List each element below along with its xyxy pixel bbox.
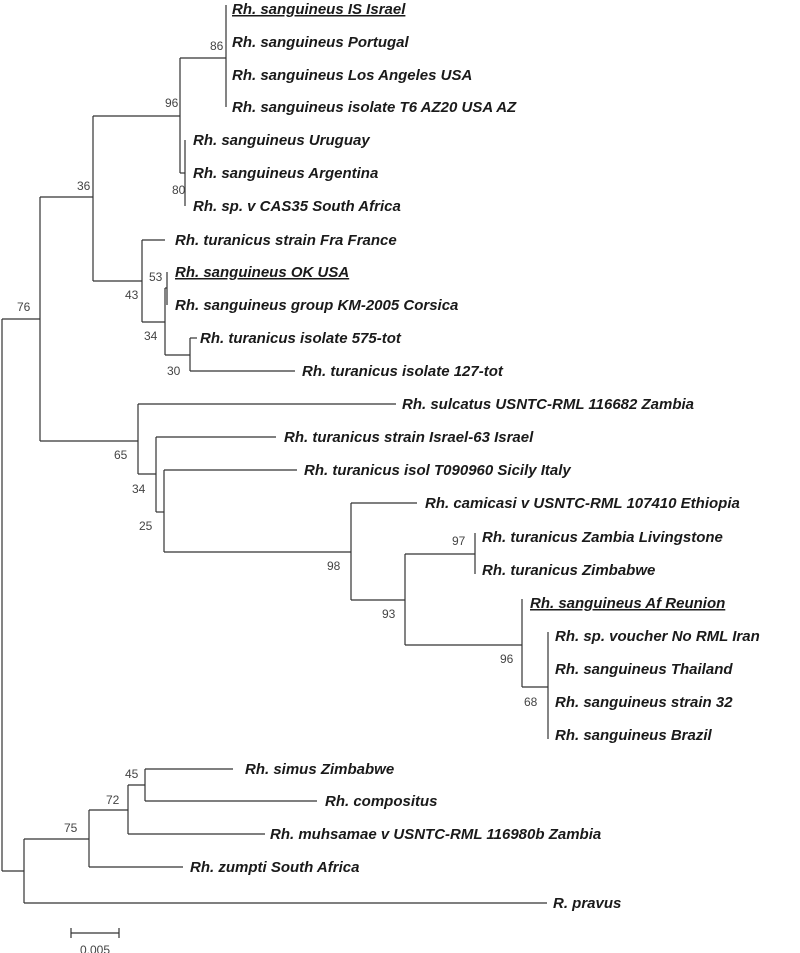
bootstrap-value: 96 <box>165 96 179 110</box>
taxon-label: Rh. sanguineus Uruguay <box>193 132 370 149</box>
taxon-label: Rh. turanicus isol T090960 Sicily Italy <box>304 462 571 479</box>
bootstrap-value: 53 <box>149 270 163 284</box>
taxon-label: Rh. sanguineus Portugal <box>232 34 410 51</box>
taxon-label: Rh. turanicus Zimbabwe <box>482 562 655 579</box>
bootstrap-value: 72 <box>106 793 120 807</box>
taxon-label: R. pravus <box>553 895 621 912</box>
bootstrap-value: 93 <box>382 607 396 621</box>
bootstrap-value: 45 <box>125 767 139 781</box>
bootstrap-value: 65 <box>114 448 128 462</box>
scale-bar: 0.005 <box>70 928 120 953</box>
scale-bar-label: 0.005 <box>80 943 110 953</box>
taxon-label: Rh. muhsamae v USNTC-RML 116980b Zambia <box>270 826 601 843</box>
taxon-label: Rh. sanguineus Af Reunion <box>530 595 725 612</box>
taxon-label: Rh. turanicus strain Israel-63 Israel <box>284 429 534 446</box>
bootstrap-value: 75 <box>64 821 78 835</box>
taxon-label: Rh. simus Zimbabwe <box>245 761 394 778</box>
taxon-label: Rh. sp. voucher No RML Iran <box>555 628 760 645</box>
taxon-label: Rh. turanicus isolate 127-tot <box>302 363 504 380</box>
bootstrap-value: 25 <box>139 519 153 533</box>
bootstrap-values: 86 96 80 36 43 53 34 30 76 65 34 25 98 93 97 96 68 45 72 75 <box>17 39 538 835</box>
bootstrap-value: 43 <box>125 288 139 302</box>
taxon-label: Rh. sulcatus USNTC-RML 116682 Zambia <box>402 396 694 413</box>
bootstrap-value: 34 <box>132 482 146 496</box>
taxon-label: Rh. sanguineus OK USA <box>175 264 349 281</box>
taxon-label: Rh. turanicus isolate 575-tot <box>200 330 402 347</box>
taxon-label: Rh. turanicus Zambia Livingstone <box>482 529 723 546</box>
bootstrap-value: 80 <box>172 183 186 197</box>
tree-branches <box>1 5 549 904</box>
bootstrap-value: 68 <box>524 695 538 709</box>
bootstrap-value: 97 <box>452 534 466 548</box>
taxon-label: Rh. camicasi v USNTC-RML 107410 Ethiopia <box>425 495 740 512</box>
bootstrap-value: 76 <box>17 300 31 314</box>
taxon-label: Rh. sanguineus strain 32 <box>555 694 733 711</box>
bootstrap-value: 96 <box>500 652 514 666</box>
taxon-label: Rh. sanguineus Brazil <box>555 727 713 744</box>
bootstrap-value: 36 <box>77 179 91 193</box>
taxon-label: Rh. sanguineus Thailand <box>555 661 733 678</box>
taxon-label: Rh. zumpti South Africa <box>190 859 359 876</box>
taxon-label: Rh. sanguineus IS Israel <box>232 1 406 18</box>
taxon-label: Rh. sanguineus Argentina <box>193 165 378 182</box>
taxon-label: Rh. compositus <box>325 793 438 810</box>
taxon-label: Rh. sp. v CAS35 South Africa <box>193 198 401 215</box>
taxon-label: Rh. sanguineus group KM-2005 Corsica <box>175 297 458 314</box>
bootstrap-value: 86 <box>210 39 224 53</box>
taxon-label: Rh. sanguineus Los Angeles USA <box>232 67 472 84</box>
taxon-label: Rh. turanicus strain Fra France <box>175 232 397 249</box>
bootstrap-value: 98 <box>327 559 341 573</box>
taxon-label: Rh. sanguineus isolate T6 AZ20 USA AZ <box>232 99 517 116</box>
bootstrap-value: 34 <box>144 329 158 343</box>
scale-bar-line <box>70 928 120 938</box>
bootstrap-value: 30 <box>167 364 181 378</box>
